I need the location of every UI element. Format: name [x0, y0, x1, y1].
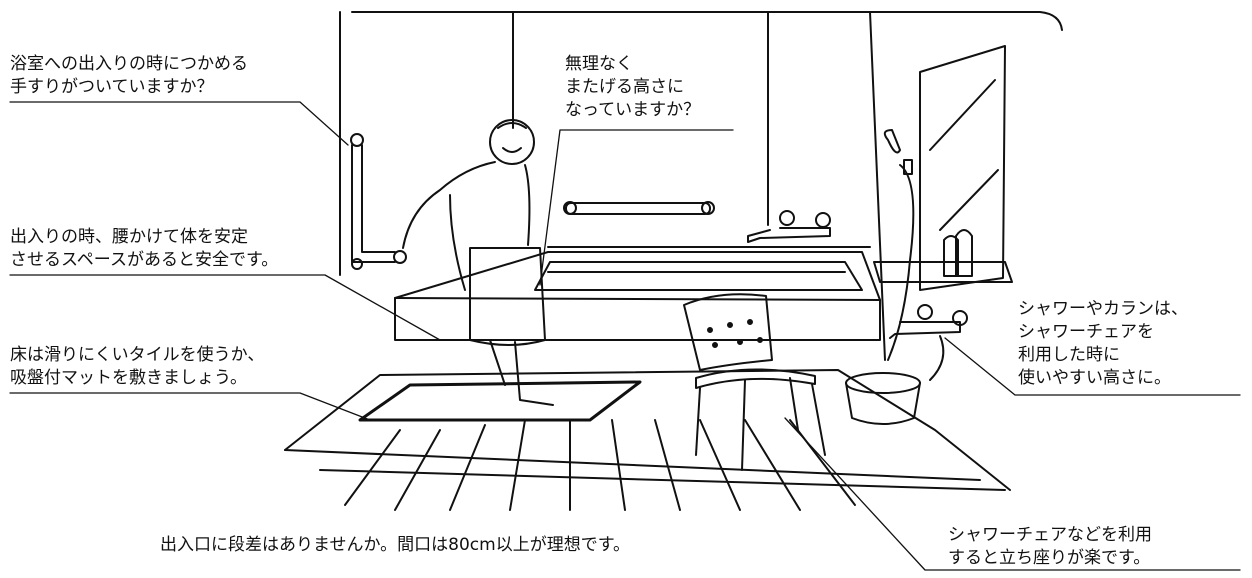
bathtub	[394, 251, 881, 341]
callout-faucet-line-1: シャワーやカランは、	[1018, 299, 1188, 319]
callout-floor-line-1: 床は滑りにくいタイルを使うか、	[10, 345, 265, 365]
tub-faucet	[747, 210, 831, 243]
callout-handrail-line-2: 手すりがついていますか？	[10, 77, 214, 97]
bath-mat	[358, 380, 642, 422]
shower-faucet	[889, 304, 968, 381]
callout-handrail: 浴室への出入りの時につかめる 手すりがついていますか？	[10, 53, 248, 99]
callout-step-height-line-3: なっていますか？	[565, 100, 701, 120]
wall-handrail	[350, 133, 407, 270]
callout-floor: 床は滑りにくいタイルを使うか、 吸盤付マットを敷きましょう。	[10, 344, 264, 390]
callout-faucet-line-3: 利用した時に	[1018, 345, 1120, 365]
callout-step-height-line-1: 無理なく	[565, 54, 633, 74]
shower-chair	[683, 293, 826, 471]
callout-step-height: 無理なく またげる高さに なっていますか？	[565, 53, 700, 122]
callout-seat-space: 出入りの時、腰かけて体を安定 させるスペースがあると安全です。	[10, 226, 278, 272]
callout-seat-space-line-2: させるスペースがあると安全です。	[10, 250, 279, 270]
callout-chair-line-2: すると立ち座りが楽です。	[948, 548, 1151, 568]
callout-entrance: 出入口に段差はありませんか。間口は80cm以上が理想です。	[160, 534, 630, 557]
callout-chair: シャワーチェアなどを利用 すると立ち座りが楽です。	[948, 524, 1152, 570]
callout-entrance-line-1: 出入口に段差はありませんか。間口は80cm以上が理想です。	[160, 535, 630, 555]
callout-floor-line-2: 吸盤付マットを敷きましょう。	[10, 368, 247, 388]
callout-seat-space-line-1: 出入りの時、腰かけて体を安定	[10, 227, 248, 247]
shower-head	[883, 129, 915, 361]
callout-faucet: シャワーやカランは、 シャワーチェアを 利用した時に 使いやすい高さに。	[1018, 298, 1188, 390]
tub-grab-bar	[563, 201, 715, 215]
callout-faucet-line-4: 使いやすい高さに。	[1018, 368, 1171, 388]
callout-step-height-line-2: またげる高さに	[565, 77, 684, 97]
mirror	[919, 45, 1006, 291]
callout-faucet-line-2: シャワーチェアを	[1018, 322, 1154, 342]
callout-chair-line-1: シャワーチェアなどを利用	[948, 525, 1152, 545]
floor	[284, 369, 1011, 511]
leader-lines	[9, 101, 1241, 571]
room-walls	[339, 11, 1063, 361]
shelf	[873, 229, 1013, 283]
elderly-person	[402, 119, 554, 406]
wash-basin	[845, 372, 921, 425]
callout-handrail-line-1: 浴室への出入りの時につかめる	[10, 54, 248, 74]
